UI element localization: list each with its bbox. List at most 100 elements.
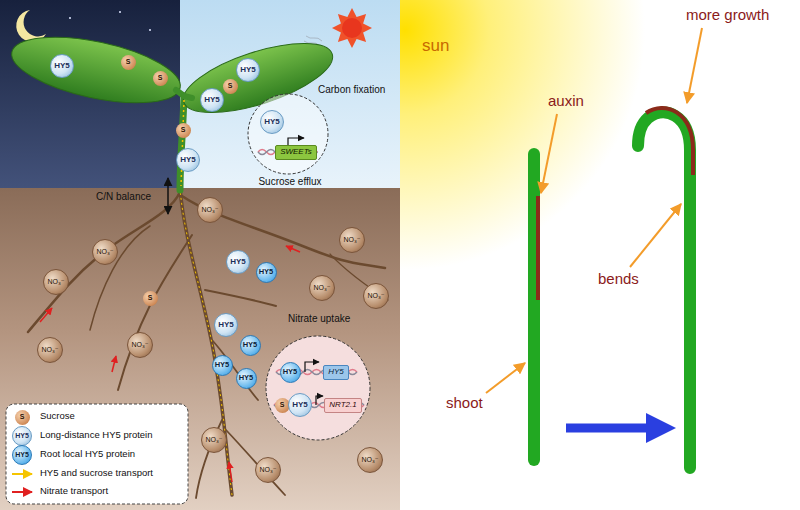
legend-entry: Sucrose	[40, 411, 75, 422]
nitrate-arrow	[40, 308, 52, 322]
soil	[0, 188, 400, 510]
node-text: NO₃⁻	[47, 278, 64, 286]
sample-text: S	[20, 413, 25, 421]
root-hy5-protein: HY5	[236, 368, 257, 389]
sun-symbol	[332, 8, 372, 48]
annotation-label: more growth	[686, 6, 769, 23]
node-text: HY5	[283, 368, 298, 377]
stem	[180, 96, 184, 190]
root	[226, 430, 285, 495]
transcription-arrow	[316, 396, 323, 405]
nitrate-ion: NO₃⁻	[127, 332, 153, 358]
hy5-protein: HY5	[260, 110, 284, 134]
callout-circle	[248, 94, 328, 174]
auxin-strip	[536, 196, 540, 300]
node-text: HY5	[239, 374, 254, 383]
nitrate-ion: NO₃⁻	[309, 275, 335, 301]
root-hy5-protein: HY5	[280, 362, 301, 383]
node-text: SWEETs	[280, 147, 312, 156]
callout-circle	[266, 336, 370, 440]
nitrate-arrow	[229, 462, 232, 482]
sucrose-dot: S	[143, 291, 158, 306]
legend-text: Long-distance HY5 protein	[40, 430, 153, 441]
hy5-protein: HY5	[214, 313, 238, 337]
label-text: C/N balance	[96, 191, 151, 203]
nitrate-ion: NO₃⁻	[357, 447, 383, 473]
star	[69, 17, 71, 19]
nitrate-ion: NO₃⁻	[255, 457, 281, 483]
root	[118, 235, 192, 390]
root-hy5-protein: HY5	[256, 262, 277, 283]
legend-text: Sucrose	[40, 411, 75, 422]
hy5-protein: HY5	[50, 54, 74, 78]
label-text: Sucrose efflux	[258, 176, 321, 188]
moon	[16, 10, 46, 42]
node-text: NO₃⁻	[367, 292, 384, 300]
nitrate-ion: NO₃⁻	[363, 283, 389, 309]
hy5-protein: HY5	[288, 393, 312, 417]
leaf	[6, 25, 186, 116]
node-text: S	[148, 294, 153, 302]
sun-symbol	[342, 18, 362, 38]
shoot-straight	[528, 148, 540, 466]
node-text: HY5	[215, 361, 230, 370]
label-text: more growth	[686, 6, 769, 23]
root	[90, 226, 150, 330]
sample-text: HY5	[15, 432, 29, 440]
annotation-label: bends	[598, 270, 639, 287]
label-text: Carbon fixation	[318, 84, 385, 96]
node-text: S	[181, 126, 186, 134]
root-hy5-protein: HY5	[240, 335, 261, 356]
legend-entry: HY5 and sucrose transport	[40, 468, 153, 479]
nitrate-ion: NO₃⁻	[92, 239, 118, 265]
shoot-bent	[638, 113, 690, 468]
label-text: bends	[598, 270, 639, 287]
process-arrow	[566, 424, 648, 433]
node-text: NO₃⁻	[205, 436, 222, 444]
node-text: HY5	[292, 400, 308, 409]
transport-path	[181, 100, 184, 186]
root	[205, 290, 276, 306]
sucrose-dot: S	[176, 123, 191, 138]
node-text: NO₃⁻	[131, 341, 148, 349]
hy5-protein: HY5	[200, 88, 224, 112]
node-text: NO₃⁻	[259, 466, 276, 474]
leader-line	[486, 363, 525, 393]
hy5-protein: HY5	[226, 250, 250, 274]
node-text: NO₃⁻	[343, 236, 360, 244]
node-text: HY5	[240, 65, 256, 74]
transcription-arrow	[305, 362, 319, 372]
node-text: NO₃⁻	[361, 456, 378, 464]
node-text: HY5	[264, 117, 280, 126]
sample-text: HY5	[15, 451, 29, 459]
legend-sample: S	[15, 410, 30, 425]
node-text: HY5	[328, 367, 344, 376]
node-text: NO₃⁻	[313, 284, 330, 292]
legend-sample: HY5	[12, 426, 32, 446]
label-text: sun	[422, 36, 449, 56]
day-sky	[180, 0, 400, 188]
node-text: NRT2.1	[329, 400, 356, 409]
legend-sample: HY5	[12, 445, 32, 465]
nitrate-ion: NO₃⁻	[37, 337, 63, 363]
star	[119, 11, 121, 13]
node-text: S	[228, 82, 233, 90]
annotation-label: Sucrose efflux	[258, 176, 321, 188]
gene-box: SWEETs	[275, 145, 317, 160]
nitrate-ion: NO₃⁻	[43, 269, 69, 295]
double-arrow	[167, 178, 169, 214]
gene-box: NRT2.1	[324, 398, 362, 413]
roots	[28, 188, 388, 498]
node-text: HY5	[204, 95, 220, 104]
nitrate-ion: NO₃⁻	[197, 197, 223, 223]
legend-line-sample	[12, 491, 32, 493]
node-text: S	[158, 74, 163, 82]
root-hy5-protein: HY5	[212, 355, 233, 376]
nitrate-arrow	[112, 356, 116, 372]
nitrate-ion: NO₃⁻	[339, 227, 365, 253]
node-text: S	[280, 401, 285, 409]
sucrose-dot: S	[153, 71, 168, 86]
legend-box	[6, 404, 188, 504]
hy5-protein: HY5	[176, 148, 200, 172]
node-text: HY5	[243, 341, 258, 350]
